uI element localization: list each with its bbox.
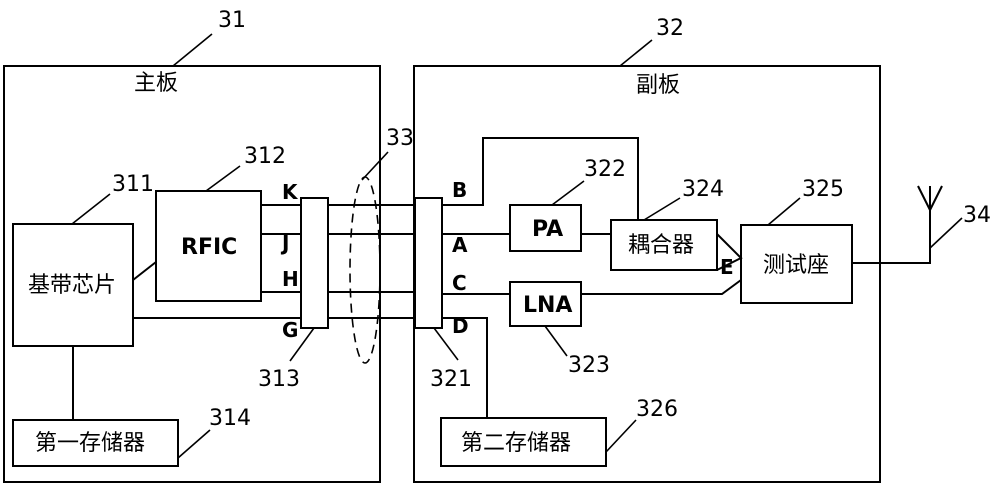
coupler-label: 耦合器 <box>628 233 694 258</box>
main-board-ref: 31 <box>218 8 246 33</box>
port-e-label: E <box>720 255 734 279</box>
pin-b-label: B <box>452 178 467 202</box>
sub-board-ref: 32 <box>656 16 684 41</box>
test-socket-box <box>740 224 853 304</box>
lna-leader <box>544 325 568 357</box>
wire-socket-antenna <box>852 210 931 264</box>
pin-k-label: K <box>282 180 299 204</box>
pin-h-label: H <box>282 267 299 291</box>
pa-ref: 322 <box>584 157 626 182</box>
sub-board-title: 副板 <box>636 73 680 98</box>
first-memory-label: 第一存储器 <box>35 431 145 456</box>
pin-a-label: A <box>452 233 468 257</box>
test-socket-leader <box>767 197 801 226</box>
rfic-leader <box>205 165 241 192</box>
second-memory-ref: 326 <box>636 397 678 422</box>
coupler-box <box>610 219 718 271</box>
wire-d-memory <box>442 317 488 418</box>
lna-ref: 323 <box>568 353 610 378</box>
rfic-box <box>155 190 262 302</box>
lna-label: LNA <box>523 293 572 318</box>
pin-j-label: J <box>280 231 289 255</box>
main-connector-box <box>300 197 329 329</box>
antenna-ref: 34 <box>963 203 991 228</box>
test-socket-ref: 325 <box>802 177 844 202</box>
pa-leader <box>551 180 585 206</box>
wire-lna-socket <box>581 279 742 295</box>
baseband-chip-ref: 311 <box>112 172 154 197</box>
main-board-title: 主板 <box>134 71 178 96</box>
baseband-chip-label: 基带芯片 <box>28 273 116 298</box>
second-memory-leader <box>605 419 637 453</box>
pin-c-label: C <box>452 271 467 295</box>
wire-coupler-socket <box>716 233 743 271</box>
sub-connector-box <box>414 197 443 329</box>
main-connector-leader <box>289 327 315 362</box>
baseband-chip-leader <box>71 193 111 225</box>
sub-board-leader <box>619 39 653 67</box>
main-connector-ref: 313 <box>258 367 300 392</box>
main-board-leader <box>172 33 213 67</box>
wire-baseband-rfic <box>132 261 157 281</box>
rfic-ref: 312 <box>244 144 286 169</box>
sub-connector-leader <box>433 327 459 361</box>
cable-leader <box>361 151 389 181</box>
second-memory-box <box>440 417 607 467</box>
test-socket-label: 测试座 <box>763 253 829 278</box>
sub-connector-ref: 321 <box>430 367 472 392</box>
first-memory-box <box>12 419 179 467</box>
lna-box <box>509 281 582 327</box>
wire-b-coupler <box>442 137 639 220</box>
pin-g-label: G <box>282 318 298 342</box>
second-memory-label: 第二存储器 <box>461 431 571 456</box>
rfic-label: RFIC <box>181 235 237 260</box>
cable-ref: 33 <box>386 126 414 151</box>
antenna-icon <box>917 185 943 211</box>
antenna-leader <box>929 217 963 249</box>
coupler-ref: 324 <box>682 177 724 202</box>
first-memory-leader <box>177 429 211 459</box>
coupler-leader <box>643 197 681 221</box>
pa-label: PA <box>532 217 563 242</box>
pa-box <box>509 204 582 252</box>
first-memory-ref: 314 <box>209 406 251 431</box>
pin-d-label: D <box>452 314 469 338</box>
